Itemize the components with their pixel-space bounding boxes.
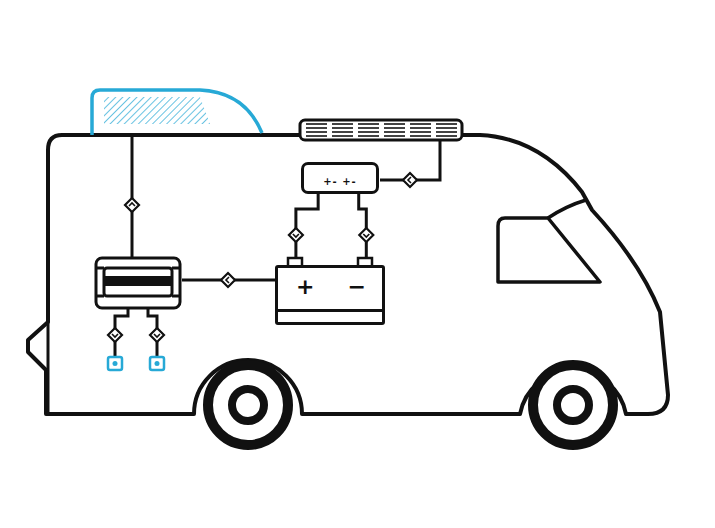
flow-marker — [150, 328, 164, 342]
skylight — [92, 90, 262, 135]
wire-line — [359, 194, 367, 257]
flow-marker — [108, 328, 122, 342]
flow-marker — [289, 228, 303, 242]
charge-controller: +- +- — [301, 162, 379, 194]
cab-line — [548, 200, 586, 218]
flow-marker — [125, 198, 139, 212]
flow-marker — [403, 173, 417, 187]
terminal-label: +- +- — [323, 177, 357, 187]
flow-marker — [221, 273, 235, 287]
terminal-label: − — [348, 276, 366, 298]
power-wire — [289, 194, 318, 257]
solar-cells — [304, 123, 458, 137]
wire — [115, 308, 157, 356]
wheel — [533, 365, 613, 445]
terminal-label: + — [296, 276, 314, 298]
flow-marker — [359, 228, 373, 242]
power-outlet — [150, 357, 164, 370]
wire-line — [296, 194, 318, 257]
van-sill — [47, 322, 50, 414]
inverter — [96, 258, 180, 308]
windshield — [498, 218, 600, 282]
solar-panel — [300, 120, 462, 140]
power-wire — [359, 194, 374, 257]
wheel — [208, 365, 288, 445]
power-outlet — [108, 357, 122, 370]
battery: +− — [275, 265, 385, 325]
skylight-hatch — [104, 97, 210, 124]
